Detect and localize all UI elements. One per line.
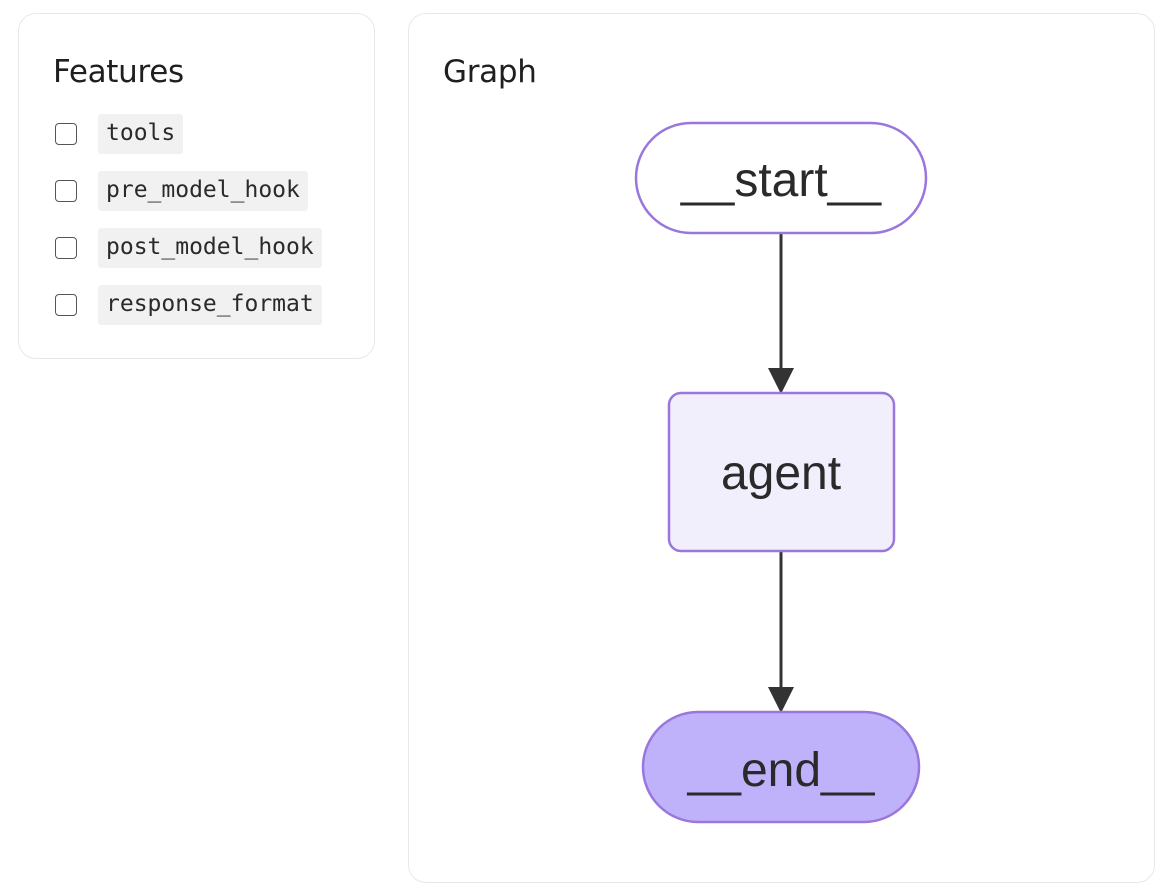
arrowhead-icon xyxy=(768,368,794,394)
node-end-label: __end__ xyxy=(687,744,876,797)
post-model-hook-checkbox[interactable] xyxy=(55,237,77,259)
node-start[interactable]: __start__ xyxy=(634,121,928,235)
edge-agent-to-end xyxy=(768,552,794,713)
features-title: Features xyxy=(53,54,184,90)
feature-label: response_format xyxy=(98,285,322,325)
feature-item-response-format[interactable]: response_format xyxy=(55,285,322,325)
feature-label: pre_model_hook xyxy=(98,171,308,211)
features-panel: Features tools pre_model_hook post_model… xyxy=(18,13,375,359)
feature-item-pre-model-hook[interactable]: pre_model_hook xyxy=(55,171,322,211)
feature-label: tools xyxy=(98,114,184,154)
node-agent[interactable]: agent xyxy=(667,391,896,553)
graph-title: Graph xyxy=(443,54,537,90)
node-end[interactable]: __end__ xyxy=(641,710,921,824)
feature-label: post_model_hook xyxy=(98,228,322,268)
feature-item-tools[interactable]: tools xyxy=(55,114,322,154)
graph-panel: Graph __start__ xyxy=(408,13,1155,883)
graph-diagram: __start__ agent __end__ xyxy=(634,121,928,824)
response-format-checkbox[interactable] xyxy=(55,294,77,316)
arrowhead-icon xyxy=(768,687,794,713)
feature-list: tools pre_model_hook post_model_hook res… xyxy=(55,114,322,342)
edge-start-to-agent xyxy=(768,234,794,394)
node-agent-label: agent xyxy=(721,447,841,500)
feature-item-post-model-hook[interactable]: post_model_hook xyxy=(55,228,322,268)
tools-checkbox[interactable] xyxy=(55,123,77,145)
node-start-label: __start__ xyxy=(680,154,882,207)
pre-model-hook-checkbox[interactable] xyxy=(55,180,77,202)
